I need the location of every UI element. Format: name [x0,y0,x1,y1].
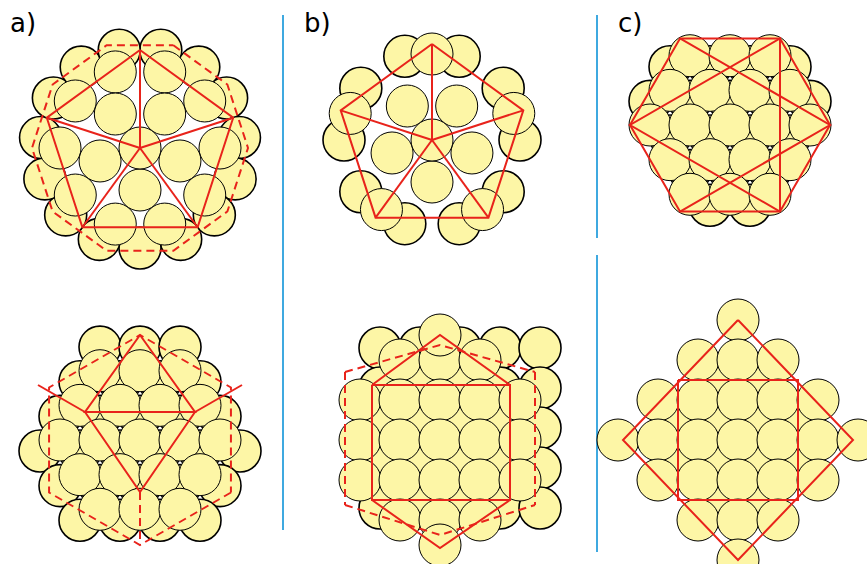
sphere-layer [359,327,561,529]
atom-sphere [597,419,639,461]
atom-sphere [797,459,839,501]
symmetry-outline [630,38,830,211]
symmetry-outline [680,38,830,211]
atom-sphere [717,339,759,381]
symmetry-outline [47,50,233,227]
atom-sphere [79,488,121,530]
symmetry-outline [140,148,198,227]
atom-sphere [717,419,759,461]
atom-sphere [159,140,201,182]
symmetry-outline [140,118,233,148]
atom-sphere [436,85,478,127]
symmetry-outline [341,110,432,140]
symmetry-outline [376,140,432,218]
atom-sphere [757,379,799,421]
symmetry-outline [32,45,248,250]
panel-separator [596,15,598,238]
atom-sphere [54,174,96,216]
atom-sphere [637,419,679,461]
atom-sphere [184,174,226,216]
symmetry-outline [372,385,510,500]
sphere-layer [339,339,541,541]
atom-sphere [379,459,421,501]
atom-sphere [39,127,81,169]
atom-sphere [637,379,679,421]
sphere-layer [629,35,831,216]
sphere-layer [329,33,535,231]
panel-separator [282,15,284,530]
atom-sphere [411,161,453,203]
symmetry-outline [534,372,536,505]
symmetry-outline [431,44,433,140]
symmetry-outline [345,505,535,535]
atom-sphere [144,203,186,245]
symmetry-outline [38,385,85,412]
atom-sphere [717,379,759,421]
symmetry-outline [139,492,141,545]
atom-sphere [199,127,241,169]
symmetry-outline [47,118,140,148]
atom-sphere [419,459,461,501]
symmetry-outline [85,412,195,492]
sphere-layer [20,29,261,269]
panel-label: a) [10,10,36,36]
symmetry-outline [344,372,346,505]
atom-sphere [419,419,461,461]
panel-separator [596,255,598,552]
atom-sphere [709,173,751,215]
atom-sphere [757,419,799,461]
symmetry-outline [432,140,488,218]
atom-sphere [459,459,501,501]
atom-sphere [717,499,759,541]
atom-sphere [371,132,413,174]
symmetry-outline [630,38,780,211]
atom-sphere [144,93,186,135]
symmetry-outline [49,335,231,545]
atom-sphere [669,173,711,215]
atom-sphere [94,203,136,245]
symmetry-outline [678,380,798,500]
panel-label: b) [304,10,331,36]
symmetry-outline [432,110,523,140]
atom-sphere [677,459,719,501]
symmetry-outline [195,385,242,412]
sphere-layer [597,299,867,564]
panel-label: c) [618,10,642,36]
symmetry-outline [82,148,140,227]
atom-sphere [79,140,121,182]
atom-sphere [637,459,679,501]
atom-sphere [159,488,201,530]
symmetry-outline [623,320,853,560]
atom-sphere [379,419,421,461]
atom-sphere [94,93,136,135]
sphere-layer [39,51,241,245]
sphere-layer [323,35,541,244]
atom-sphere [797,379,839,421]
atom-sphere [749,173,791,215]
atom-sphere [797,419,839,461]
atom-sphere [386,85,428,127]
symmetry-outline [139,50,141,148]
atom-sphere [677,419,719,461]
atom-sphere [119,169,161,211]
symmetry-outline [85,335,195,412]
atom-sphere [519,327,561,369]
atom-sphere [451,132,493,174]
symmetry-outline [345,345,535,372]
atom-sphere [459,419,501,461]
atom-sphere [717,459,759,501]
symmetry-outline [341,44,524,218]
atom-sphere [677,379,719,421]
symmetry-outline [372,500,510,548]
sphere-layer [419,314,461,564]
atom-sphere [757,459,799,501]
sphere-layer [657,359,819,521]
